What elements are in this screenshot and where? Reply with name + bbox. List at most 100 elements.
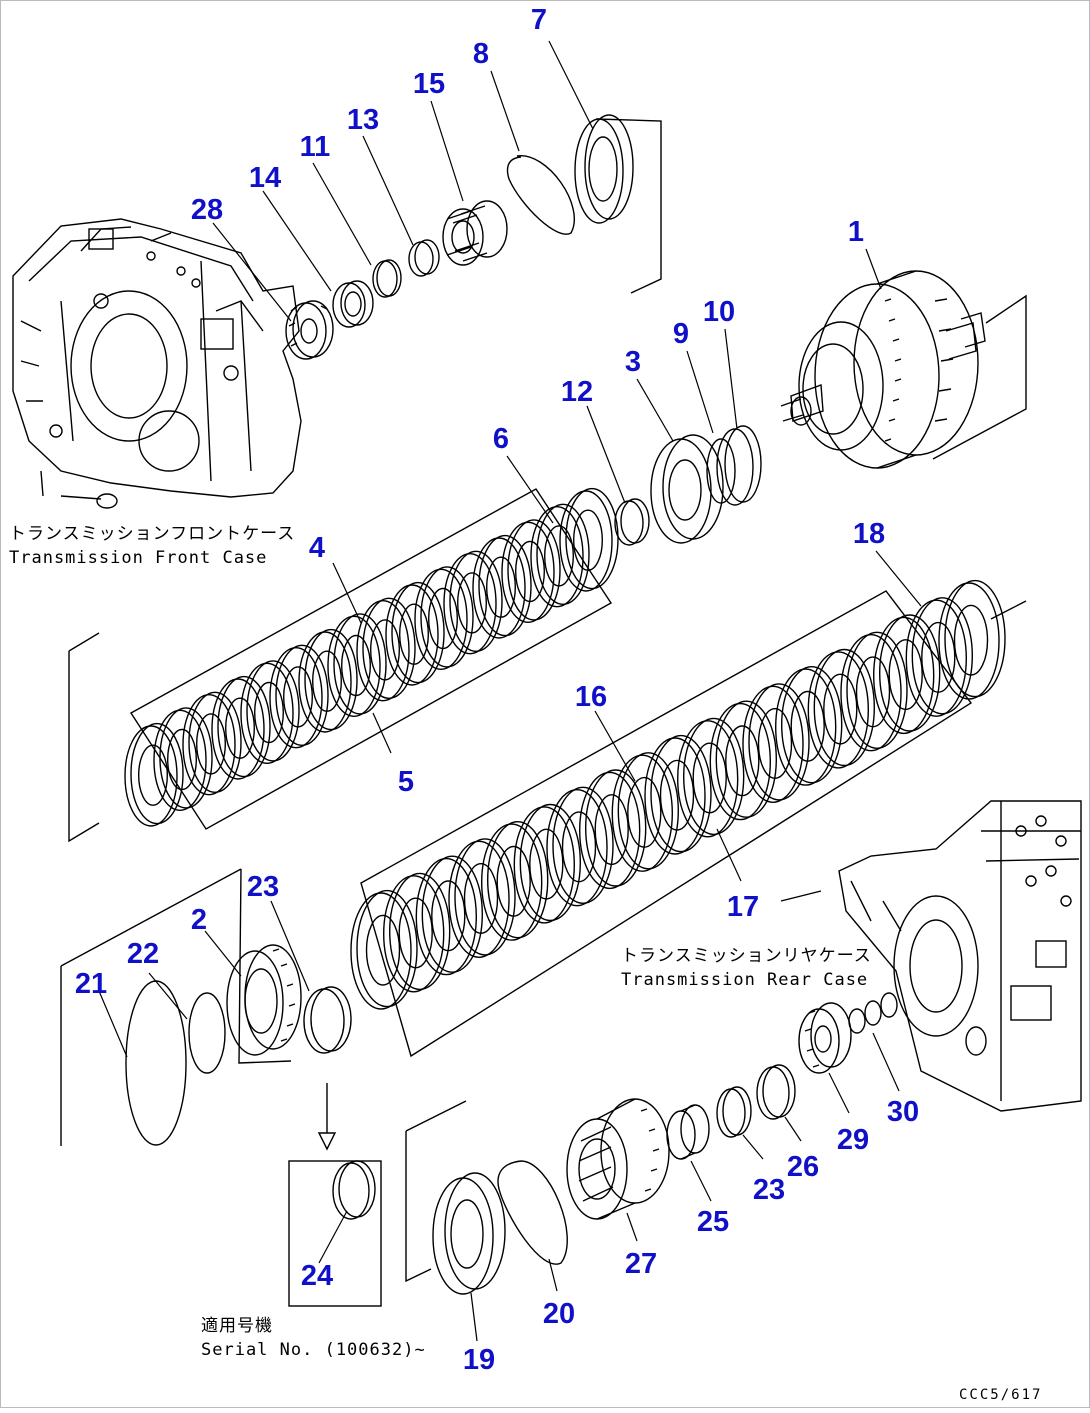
clutch-disc	[807, 648, 875, 769]
callout-6: 6	[493, 423, 509, 455]
clutch-disc	[559, 487, 619, 592]
callout-15: 15	[413, 68, 445, 100]
drawing-code: CCC5/617	[959, 1387, 1042, 1403]
callout-2: 2	[191, 904, 207, 936]
pack-lower-frame	[360, 590, 973, 1058]
callout-4: 4	[309, 532, 325, 564]
callout-29: 29	[837, 1124, 869, 1156]
callout-11: 11	[300, 131, 331, 163]
clutch-disc	[709, 700, 777, 821]
part-26-ring	[756, 1064, 796, 1120]
clutch-disc	[350, 889, 418, 1010]
clutch-disc	[327, 613, 387, 717]
front-case-housing	[12, 218, 302, 509]
callout-27: 27	[625, 1248, 657, 1280]
group-b-bracket	[60, 868, 292, 1064]
clutch-disc	[644, 734, 712, 855]
leader-lines	[98, 40, 922, 1342]
callout-19: 19	[463, 1344, 495, 1376]
group-c-bracket	[405, 1100, 467, 1283]
clutch-disc	[124, 722, 184, 827]
rear-case-caption-jp: トランスミッションリヤケース	[621, 946, 872, 966]
part-15-needle-bearing	[442, 200, 508, 266]
part-22-oring	[188, 992, 226, 1074]
clutch-disc	[530, 503, 590, 608]
part-11-ring	[372, 259, 402, 298]
clutch-disc	[513, 803, 581, 924]
clutch-disc	[472, 534, 532, 639]
callout-1: 1	[848, 216, 864, 248]
clutch-disc-pack-lower	[350, 579, 1006, 1010]
clutch-disc	[938, 579, 1006, 700]
clutch-disc-pack-upper	[124, 487, 619, 827]
clutch-disc	[873, 614, 941, 735]
part-12-seal-ring	[614, 498, 650, 546]
part-21-oring	[125, 980, 187, 1146]
front-case-caption-jp: トランスミッションフロントケース	[9, 524, 295, 544]
callout-8: 8	[473, 38, 489, 70]
clutch-disc	[240, 660, 300, 764]
part-23-ring-lower	[716, 1086, 752, 1138]
callout-13: 13	[347, 104, 379, 136]
clutch-disc	[356, 597, 416, 702]
part-10-ring	[716, 425, 762, 506]
callout-9: 9	[673, 318, 689, 350]
line-art	[12, 114, 1082, 1307]
clutch-disc	[579, 769, 647, 890]
clutch-disc	[775, 666, 843, 786]
clutch-disc	[677, 717, 745, 838]
part-24-ring	[332, 1160, 376, 1220]
clutch-disc	[211, 675, 271, 780]
callout-24: 24	[301, 1260, 333, 1292]
clutch-disc	[742, 683, 810, 803]
clutch-disc	[501, 519, 561, 623]
part-19-plate	[432, 1172, 506, 1295]
clutch-disc	[443, 550, 503, 655]
callout-12: 12	[561, 376, 593, 408]
clutch-disc	[481, 821, 549, 941]
callout-23: 23	[753, 1174, 785, 1206]
clutch-disc	[611, 752, 679, 872]
part-23-ring-upper	[303, 986, 352, 1054]
part-25-needle-bearing	[666, 1104, 710, 1160]
clutch-disc	[905, 597, 973, 717]
callout-30: 30	[887, 1096, 919, 1128]
callout-10: 10	[703, 296, 735, 328]
callout-numbers: 1234567891011121314151617181920212223232…	[75, 4, 919, 1376]
part-30-orings	[848, 992, 898, 1034]
callout-14: 14	[249, 162, 281, 194]
part-14-bearing	[332, 280, 374, 328]
callout-17: 17	[727, 891, 759, 923]
callout-20: 20	[543, 1298, 575, 1330]
callout-21: 21	[75, 968, 107, 1000]
part-13-ring	[408, 239, 440, 277]
clutch-disc	[414, 566, 474, 670]
clutch-disc	[448, 838, 516, 958]
clutch-disc	[385, 581, 445, 686]
clutch-disc	[415, 855, 483, 976]
callout-3: 3	[625, 346, 641, 378]
arrow-down	[317, 1083, 337, 1151]
callout-7: 7	[531, 4, 547, 36]
part-27-gear	[566, 1098, 670, 1220]
rear-case-housing	[780, 800, 1082, 1112]
part-7-plate	[574, 114, 634, 224]
callout-26: 26	[787, 1151, 819, 1183]
captions: トランスミッションフロントケース Transmission Front Case…	[9, 524, 1042, 1403]
part-28-gear	[285, 300, 334, 360]
rear-case-caption-en: Transmission Rear Case	[621, 970, 868, 990]
part-1-clutch-assembly	[780, 270, 1027, 469]
part-8-snap-ring	[506, 155, 575, 235]
part-2-piston	[226, 944, 302, 1056]
callout-5: 5	[398, 766, 414, 798]
callout-18: 18	[853, 518, 885, 550]
serial-caption-jp: 適用号機	[201, 1316, 273, 1336]
group-a-bracket	[595, 118, 662, 294]
serial-caption-en: Serial No. (100632)~	[201, 1340, 426, 1360]
callout-25: 25	[697, 1206, 729, 1238]
pack-lower-axis	[990, 600, 1027, 620]
callout-28: 28	[191, 194, 223, 226]
serial-box	[288, 1160, 382, 1307]
